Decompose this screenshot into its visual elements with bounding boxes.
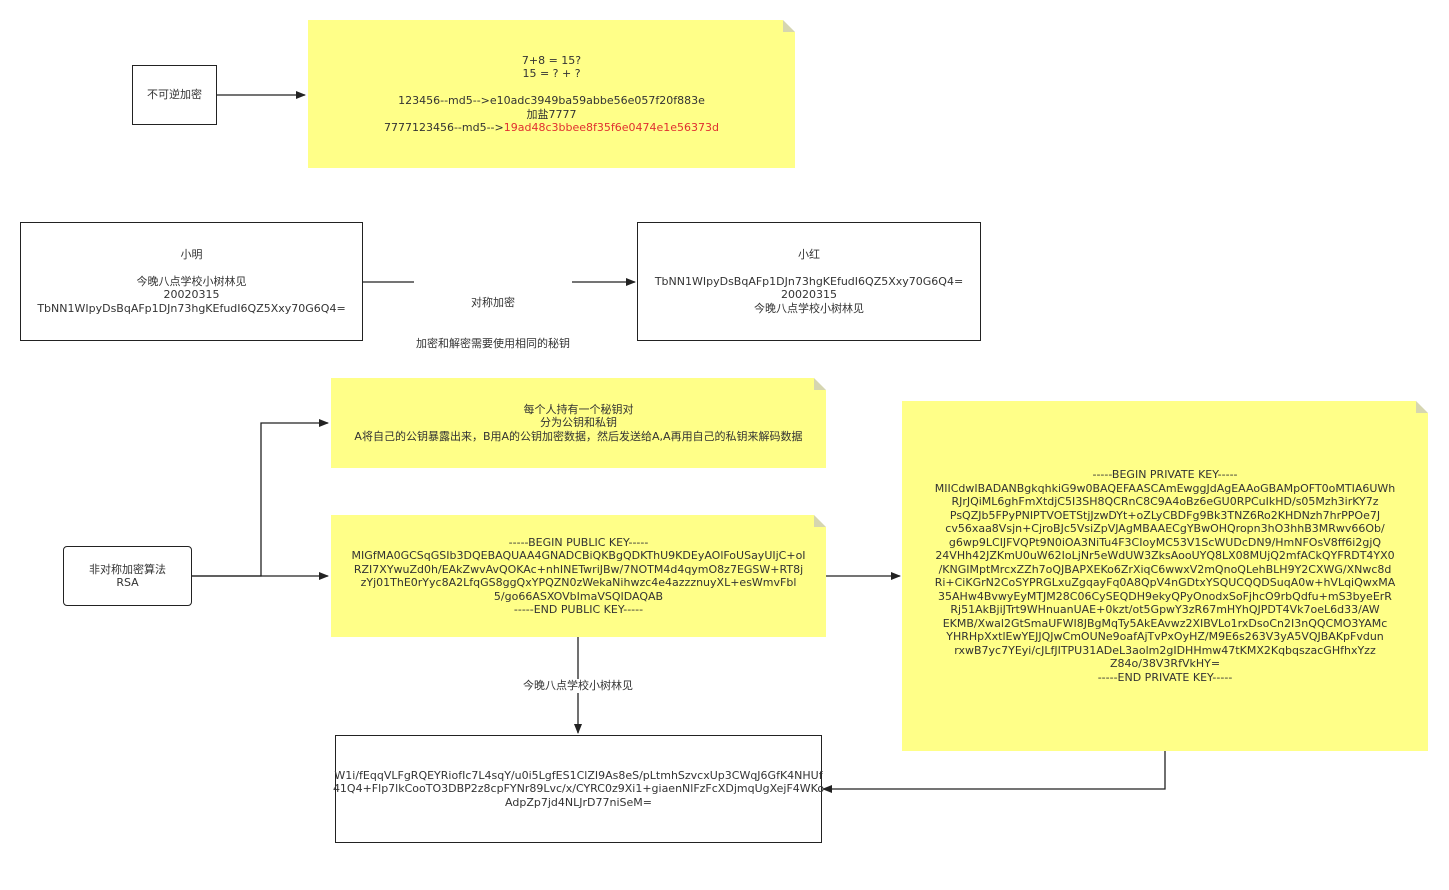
rsa-box: 非对称加密算法 RSA: [63, 546, 192, 606]
key-line: -----END PUBLIC KEY-----: [513, 603, 644, 616]
key-line: MIGfMA0GCSqGSIb3DQEBAQUAA4GNADCBiQKBgQDK…: [351, 549, 806, 562]
key-line: cv56xaa8Vsjn+CjroBJc5VsiZpVJAgMBAAECgYBw…: [945, 522, 1385, 535]
key-line: g6wp9LCIJFVQPt9N0iOA3NiTu4F3CIoyMC53V1Sc…: [948, 535, 1382, 549]
key-line: Rj51AkBjiJTrt9WHnuanUAE+0kzt/ot5GpwY3zR6…: [950, 603, 1380, 616]
key-line: -----END PRIVATE KEY-----: [1097, 670, 1233, 684]
note-fold: [783, 20, 795, 32]
key-line: zYj01ThE0rYyc8A2LfqGS8ggQxYPQZN0zWekaNih…: [360, 576, 797, 589]
note-line: 分为公钥和私钥: [540, 416, 617, 430]
salted-md5-line: 7777123456--md5-->19ad48c3bbee8f35f6e047…: [384, 121, 719, 135]
key-line: /KNGIMptMrcxZZh7oQJBAPXEKo6ZrXiqC6wwxV2m…: [938, 562, 1392, 576]
cipher-line: 41Q4+Flp7lkCooTO3DBP2z8cpFYNr89Lvc/x/CYR…: [332, 782, 825, 796]
key-line: -----BEGIN PRIVATE KEY-----: [1092, 468, 1238, 481]
key-line: -----BEGIN PUBLIC KEY-----: [508, 535, 649, 549]
note-line: 123456--md5-->e10adc3949ba59abbe56e057f2…: [398, 94, 705, 107]
key-line: Ri+CiKGrN2CoSYPRGLxuZgqayFq0A8QpV4nGDtxY…: [934, 576, 1396, 589]
edge-label-line: 对称加密: [471, 296, 515, 309]
rsa-description-note: 每个人持有一个秘钥对 分为公钥和私钥 A将自己的公钥暴露出来，B用A的公钥加密数…: [331, 378, 826, 468]
private-key-note: -----BEGIN PRIVATE KEY----- MIICdwIBADAN…: [902, 401, 1428, 751]
md5-note: 7+8 = 15? 15 = ? + ? 123456--md5-->e10ad…: [308, 20, 795, 168]
note-line: [550, 81, 554, 95]
note-line: 15 = ? + ?: [522, 67, 581, 80]
key-line: 24VHh42JZKmU0uW62IoLjNr5eWdUW3ZksAooUYQ8…: [935, 549, 1395, 562]
irreversible-encryption-box: 不可逆加密: [132, 65, 217, 125]
box-line: [807, 261, 811, 275]
key-line: Z84o/38V3RfVkHY=: [1109, 657, 1221, 670]
box-line: 今晚八点学校小树林见: [754, 301, 864, 315]
box-line: RSA: [116, 576, 139, 589]
note-fold: [814, 515, 826, 527]
xiaoming-box: 小明 今晚八点学校小树林见 20020315 TbNN1WIpyDsBqAFp1…: [20, 222, 363, 341]
key-line: PsQZJb5FPyPNIPTVOETStjJzwDYt+oZLyCBDFg9B…: [949, 508, 1381, 522]
key-line: 5/go66ASXOVbImaVSQIDAQAB: [493, 589, 664, 603]
irreversible-label: 不可逆加密: [147, 88, 202, 102]
symmetric-edge-label: 对称加密 加密和解密需要使用相同的秘钥: [414, 269, 572, 364]
box-line: 20020315: [163, 288, 220, 302]
key-line: EKMB/Xwal2GtSmaUFWI8JBgMqTy5AkEAvwz2XIBV…: [942, 616, 1388, 630]
note-line: 加盐7777: [526, 107, 577, 121]
edge-label-line: 加密和解密需要使用相同的秘钥: [416, 336, 570, 350]
key-line: rxwB7yc7YEyi/cJLfJITPU31ADeL3aolm2gIDHHm…: [954, 643, 1376, 657]
arrow-rsa-to-desc: [192, 419, 329, 577]
public-key-note: -----BEGIN PUBLIC KEY----- MIGfMA0GCSqGS…: [331, 515, 826, 637]
salted-hash: 19ad48c3bbee8f35f6e0474e1e56373d: [503, 121, 720, 134]
salted-prefix: 7777123456--md5-->: [383, 121, 504, 134]
key-line: MIICdwIBADANBgkqhkiG9w0BAQEFAASCAmEwggJd…: [934, 481, 1396, 495]
cipher-line: AdpZp7jd4NLJrD77niSeM=: [505, 795, 652, 809]
note-fold: [814, 378, 826, 390]
key-line: 35AHw4BvwyEyMTJM28C06CySEQDH9ekyQPyOnodx…: [938, 589, 1392, 603]
box-line: 非对称加密算法: [89, 562, 166, 576]
plaintext-edge-label: 今晚八点学校小树林见: [520, 679, 636, 693]
cipher-line: W1i/fEqqVLFgRQEYRiofIc7L4sqY/u0i5LgfES1C…: [334, 768, 823, 782]
arrow-private-to-cipher: [822, 751, 1166, 793]
note-line: 每个人持有一个秘钥对: [523, 402, 634, 416]
box-line: 今晚八点学校小树林见: [136, 274, 247, 288]
ciphertext-box: W1i/fEqqVLFgRQEYRiofIc7L4sqY/u0i5LgfES1C…: [332, 735, 825, 843]
box-line: TbNN1WIpyDsBqAFp1DJn73hgKEfudI6QZ5Xxy70G…: [37, 301, 346, 315]
note-line: A将自己的公钥暴露出来，B用A的公钥加密数据，然后发送给A,A再用自己的私钥来解…: [354, 429, 803, 443]
key-line: RJrJQiML6ghFmXtdjC5I3SH8QCRnC8C9A4oBz6eG…: [951, 495, 1379, 508]
box-line: 20020315: [781, 288, 837, 302]
xiaohong-box: 小红 TbNN1WIpyDsBqAFp1DJn73hgKEfudI6QZ5Xxy…: [637, 222, 981, 341]
box-line: 小红: [798, 247, 820, 261]
box-line: 小明: [180, 247, 203, 261]
box-line: TbNN1WIpyDsBqAFp1DJn73hgKEfudI6QZ5Xxy70G…: [654, 274, 964, 288]
key-line: RZI7XYwuZd0h/EAkZwvAvQOKAc+nhINETwriJBw/…: [353, 562, 804, 576]
box-line: [190, 261, 194, 275]
note-line: 7+8 = 15?: [521, 53, 582, 67]
note-fold: [1416, 401, 1428, 413]
key-line: YHRHpXxtlEwYEJJQJwCmOUNe9oafAjTvPxOyHZ/M…: [946, 630, 1384, 643]
